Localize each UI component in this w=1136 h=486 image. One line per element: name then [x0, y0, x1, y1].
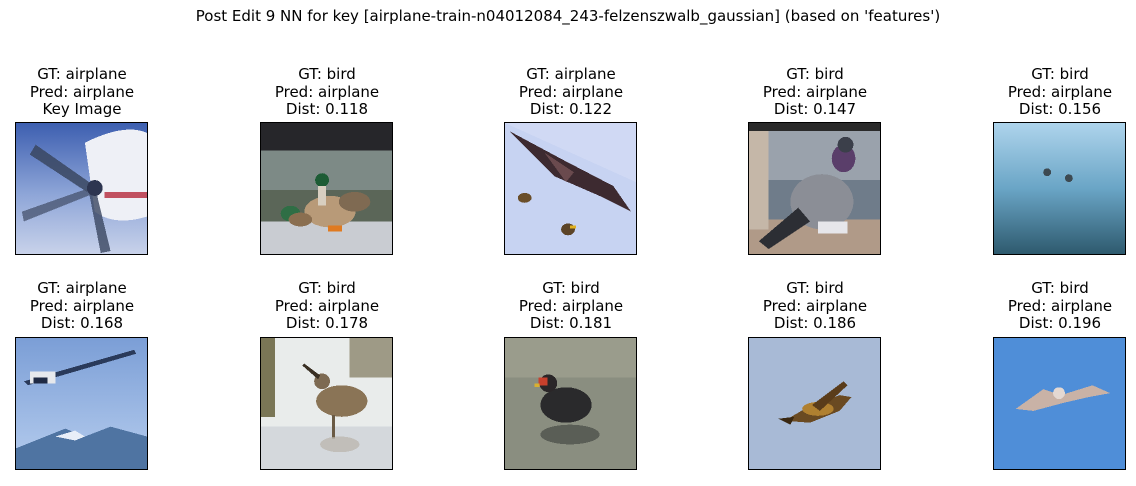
thumbnail-water-birds: [993, 122, 1126, 255]
figure-title: Post Edit 9 NN for key [airplane-train-n…: [195, 7, 941, 25]
caption-line: Pred: airplane: [1007, 82, 1113, 101]
caption-line: Pred: airplane: [29, 296, 135, 315]
caption-line: Dist: 0.186: [773, 314, 857, 332]
caption-line: Dist: 0.178: [285, 314, 369, 332]
thumbnail-hawk: [748, 337, 881, 470]
caption-line: Pred: airplane: [518, 296, 624, 315]
caption-line: Pred: airplane: [274, 296, 380, 315]
thumbnail-gull: [993, 337, 1126, 470]
caption-line: GT: bird: [786, 65, 844, 83]
caption-line: GT: bird: [1031, 279, 1089, 297]
caption-line: GT: bird: [786, 279, 844, 297]
caption-line: Pred: airplane: [274, 82, 380, 101]
caption-line: GT: bird: [298, 279, 356, 297]
caption-line: GT: bird: [542, 279, 600, 297]
thumbnail-propeller: [15, 122, 148, 255]
caption-line: Dist: 0.147: [773, 100, 857, 118]
caption-line: GT: bird: [298, 65, 356, 83]
caption-line: Dist: 0.181: [529, 314, 613, 332]
caption-line: Pred: airplane: [518, 82, 624, 101]
caption-line: GT: airplane: [526, 65, 616, 83]
caption-line: GT: airplane: [37, 65, 127, 83]
caption-line: Dist: 0.168: [40, 314, 124, 332]
caption-line: Dist: 0.122: [529, 100, 613, 118]
thumbnail-pigeon: [748, 122, 881, 255]
caption-line: Pred: airplane: [762, 82, 868, 101]
caption-line: Dist: 0.156: [1018, 100, 1102, 118]
thumbnail-plane-sky: [15, 337, 148, 470]
caption-line: Dist: 0.118: [285, 100, 369, 118]
caption-line: Pred: airplane: [29, 82, 135, 101]
caption-line: Pred: airplane: [762, 296, 868, 315]
thumbnail-aircraft-diagonal: [504, 122, 637, 255]
caption-line: GT: bird: [1031, 65, 1089, 83]
thumbnail-sandpiper: [260, 337, 393, 470]
caption-line: Key Image: [42, 100, 122, 118]
caption-line: Dist: 0.196: [1018, 314, 1102, 332]
thumbnail-ducks: [260, 122, 393, 255]
thumbnail-moorhen: [504, 337, 637, 470]
caption-line: GT: airplane: [37, 279, 127, 297]
caption-line: Pred: airplane: [1007, 296, 1113, 315]
